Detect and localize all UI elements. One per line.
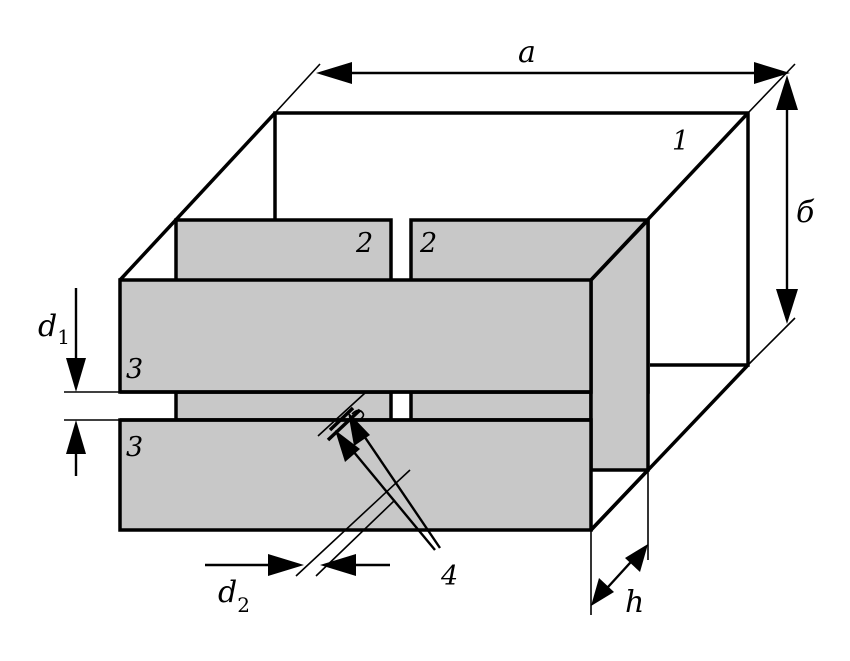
dimension-h (590, 470, 649, 615)
edge-bottom-right-2 (589, 468, 650, 532)
label-dim-h: h (625, 585, 644, 620)
label-part-3-top: 3 (126, 354, 143, 385)
label-part-4: 4 (440, 561, 458, 592)
label-part-3-bottom: 3 (126, 432, 143, 463)
label-dim-b: б (796, 195, 815, 230)
dimension-a (274, 62, 796, 114)
edge-top-left (118, 111, 277, 282)
label-part-2-left: 2 (355, 228, 373, 259)
dimension-b (747, 75, 798, 366)
label-dim-d1: d1 (38, 309, 70, 349)
label-dim-a: a (518, 35, 536, 70)
plate-3-top (118, 278, 593, 394)
dimension-d1 (64, 288, 120, 476)
edge-top-right (589, 111, 750, 282)
plate-2-left-lower (174, 390, 393, 422)
plate-2-right-lower (409, 390, 593, 422)
leader-4 (317, 392, 441, 551)
dimension-d2 (205, 469, 411, 577)
label-dim-d2: d2 (218, 575, 250, 617)
label-part-1: 1 (672, 126, 689, 157)
label-part-2-right: 2 (419, 228, 437, 259)
